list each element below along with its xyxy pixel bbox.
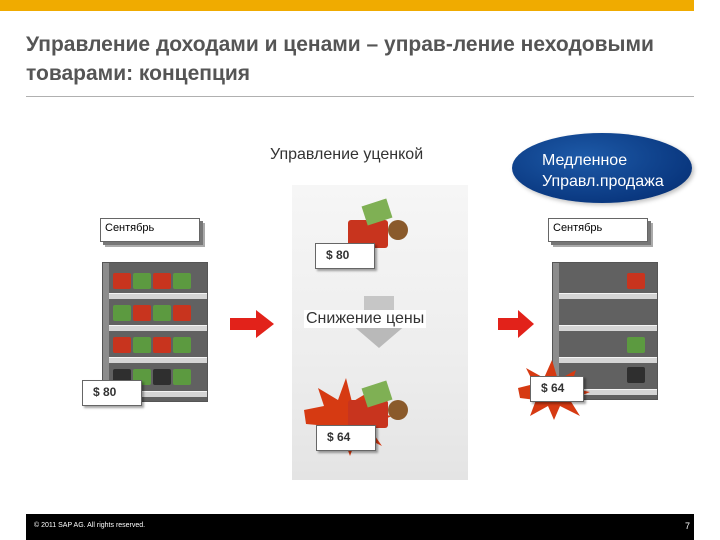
arrow-right-icon xyxy=(498,310,534,338)
title-divider xyxy=(26,96,694,97)
product-icon xyxy=(348,380,408,428)
calendar-left-label: Сентябрь xyxy=(105,222,155,234)
page-number: 7 xyxy=(684,521,690,531)
slow-seller-line1: Медленное xyxy=(542,152,628,169)
reduced-price-shelf: $ 64 xyxy=(541,381,565,395)
price-tag-icon: $ 80 xyxy=(315,243,375,269)
slow-seller-bubble xyxy=(512,133,692,203)
accent-bar xyxy=(0,0,694,11)
slow-seller-text: Медленное Управл.продажа xyxy=(542,150,664,192)
price-tag-icon: $ 64 xyxy=(530,376,584,402)
reduced-price-item: $ 64 xyxy=(327,430,351,444)
copyright-text: © 2011 SAP AG. All rights reserved. xyxy=(34,522,146,529)
price-tag-icon: $ 64 xyxy=(316,425,376,451)
price-drop-label: Снижение цены xyxy=(304,310,427,328)
calendar-icon: Сентябрь xyxy=(548,218,648,242)
slow-seller-line2: Управл.продажа xyxy=(542,173,664,190)
original-price-shelf: $ 80 xyxy=(93,385,117,399)
price-tag-icon: $ 80 xyxy=(82,380,142,406)
footer-bar xyxy=(26,514,694,540)
original-price-item: $ 80 xyxy=(326,248,350,262)
arrow-right-icon xyxy=(230,310,274,338)
slide-title: Управление доходами и ценами – управ-лен… xyxy=(26,33,654,85)
calendar-icon: Сентябрь xyxy=(100,218,200,242)
markdown-management-label: Управление уценкой xyxy=(270,146,424,163)
product-icon xyxy=(348,198,408,248)
calendar-right-label: Сентябрь xyxy=(553,222,603,234)
